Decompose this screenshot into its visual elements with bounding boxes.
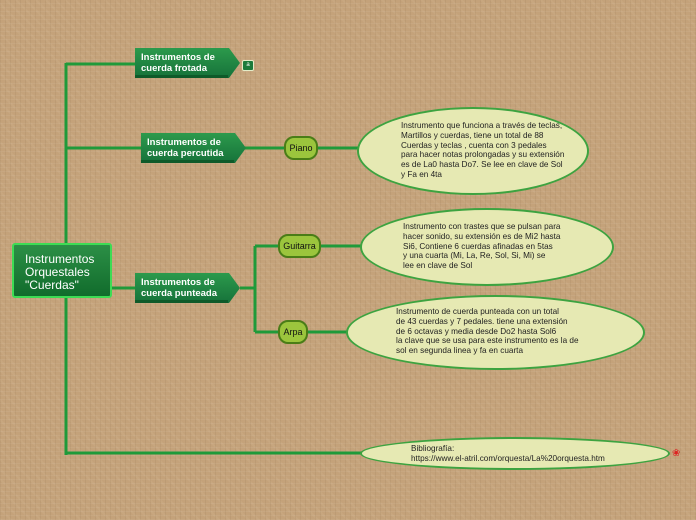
note-guitarra[interactable]: Instrumento con trastes que se pulsan pa…: [360, 208, 614, 286]
branch-cuerda-frotada[interactable]: Instrumentos de cuerda frotada: [135, 48, 240, 78]
root-node[interactable]: Instrumentos Orquestales "Cuerdas": [12, 243, 112, 298]
branch-cuerda-punteada[interactable]: Instrumentos de cuerda punteada: [135, 273, 240, 303]
note-guitarra-text: Instrumento con trastes que se pulsan pa…: [403, 222, 561, 271]
note-bibliografia[interactable]: Bibliografía: https://www.el-atril.com/o…: [360, 437, 670, 470]
instrument-arpa[interactable]: Arpa: [278, 320, 308, 344]
attachment-badge-icon[interactable]: a: [242, 60, 254, 71]
instrument-piano[interactable]: Piano: [284, 136, 318, 160]
branch-cuerda-percutida[interactable]: Instrumentos de cuerda percutida: [141, 133, 246, 163]
instrument-guitarra[interactable]: Guitarra: [278, 234, 321, 258]
note-piano-text: Instrumento que funciona a través de tec…: [401, 121, 565, 179]
note-arpa[interactable]: Instrumento de cuerda punteada con un to…: [346, 295, 645, 370]
note-bibliografia-text: Bibliografía: https://www.el-atril.com/o…: [411, 444, 605, 463]
link-icon[interactable]: ❀: [672, 448, 681, 459]
note-arpa-text: Instrumento de cuerda punteada con un to…: [396, 307, 579, 356]
note-piano[interactable]: Instrumento que funciona a través de tec…: [357, 107, 589, 195]
